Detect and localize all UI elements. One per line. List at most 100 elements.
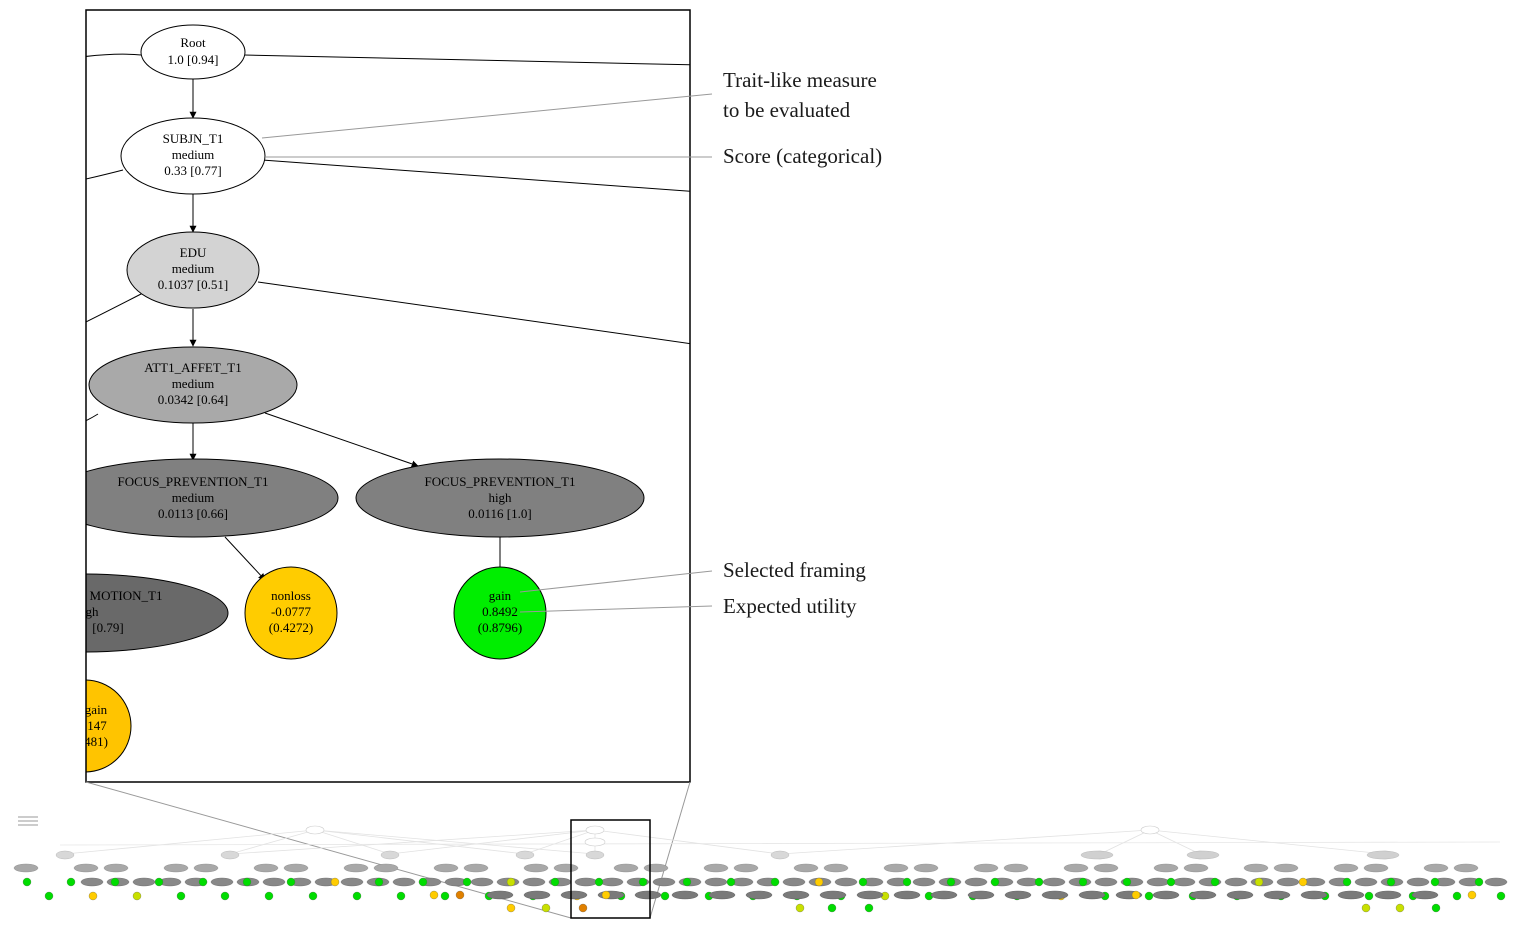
- overview-leaf: [1166, 877, 1176, 887]
- overview-node: [553, 863, 579, 873]
- edge-offscreen: [86, 292, 144, 323]
- node-gain: gain 0.8492 (0.8796): [453, 566, 547, 660]
- overview-leaf: [638, 877, 648, 887]
- overview-node: [1411, 890, 1439, 900]
- svg-text:0.0342 [0.64]: 0.0342 [0.64]: [158, 392, 228, 407]
- overview-leaf: [795, 903, 805, 913]
- overview-leaf: [1361, 903, 1371, 913]
- overview-node: [733, 863, 759, 873]
- svg-text:(0.4272): (0.4272): [269, 620, 313, 635]
- svg-text:0.1037 [0.51]: 0.1037 [0.51]: [158, 277, 228, 292]
- overview-leaf: [132, 891, 142, 901]
- overview-node: [1042, 877, 1066, 887]
- overview-node: [380, 850, 400, 860]
- overview-edge: [314, 829, 391, 855]
- callout-trait-line2: to be evaluated: [723, 98, 851, 122]
- overview-edge: [524, 829, 596, 855]
- overview-leaf: [44, 891, 54, 901]
- overview-node: [1146, 877, 1170, 887]
- overview-node: [1041, 890, 1069, 900]
- svg-text:(0.8796): (0.8796): [478, 620, 522, 635]
- overview-node: [1183, 863, 1209, 873]
- overview-node: [613, 863, 639, 873]
- overview-node: [1080, 850, 1114, 860]
- svg-text:-0.0777: -0.0777: [271, 604, 312, 619]
- edge-offscreen: [86, 680, 87, 689]
- overview-node: [793, 863, 819, 873]
- overview-node: [1243, 863, 1269, 873]
- overview-leaf: [1122, 877, 1132, 887]
- node-focus-prevention-high: FOCUS_PREVENTION_T1 high 0.0116 [1.0]: [355, 458, 645, 538]
- overview-node: [103, 863, 129, 873]
- overview-node: [834, 877, 858, 887]
- overview-node: [770, 850, 790, 860]
- overview-leaf: [601, 890, 611, 900]
- overview-leaf: [1034, 877, 1044, 887]
- leader-utility: [519, 605, 713, 613]
- overview-leaf: [814, 877, 824, 887]
- svg-text:gain: gain: [85, 702, 108, 717]
- overview-node: [585, 850, 605, 860]
- overview-leaf: [1452, 891, 1462, 901]
- overview-node: [1224, 877, 1248, 887]
- svg-text:EDU: EDU: [180, 245, 207, 260]
- overview-node: [967, 890, 995, 900]
- overview-node: [856, 890, 884, 900]
- overview-edge: [594, 829, 781, 855]
- overview-leaf: [22, 877, 32, 887]
- svg-text:147: 147: [87, 718, 107, 733]
- overview-node: [55, 850, 75, 860]
- svg-text:[0.79]: [0.79]: [92, 620, 123, 635]
- overview-leaf: [1431, 903, 1441, 913]
- overview-node: [486, 890, 514, 900]
- svg-text:FOCUS_PREVENTION_T1: FOCUS_PREVENTION_T1: [118, 474, 269, 489]
- overview-leaf: [1364, 891, 1374, 901]
- overview-node: [1153, 863, 1179, 873]
- edge-offscreen: [86, 413, 99, 422]
- overview-node: [1484, 877, 1508, 887]
- overview-edge: [314, 829, 526, 855]
- svg-text:FOCUS_PREVENTION_T1: FOCUS_PREVENTION_T1: [425, 474, 576, 489]
- overview-leaf: [396, 891, 406, 901]
- overview-node: [893, 890, 921, 900]
- edge-offscreen: [261, 159, 690, 192]
- overview-node: [930, 890, 958, 900]
- overview-node: [964, 877, 988, 887]
- svg-text:0.0113 [0.66]: 0.0113 [0.66]: [158, 506, 228, 521]
- overview-leaf: [308, 891, 318, 901]
- zoom-content: Root 1.0 [0.94] SUBJN_T1 medium 0.33 [0.…: [85, 24, 690, 773]
- overview-node: [1333, 863, 1359, 873]
- overview-node: [1406, 877, 1430, 887]
- overview-leaf: [242, 877, 252, 887]
- node-gain-partial: gain 147 481): [85, 679, 132, 773]
- overview-node: [1453, 863, 1479, 873]
- overview-node: [73, 863, 99, 873]
- overview-node: [1337, 890, 1365, 900]
- leader-framing: [519, 570, 713, 593]
- svg-text:1.0 [0.94]: 1.0 [0.94]: [168, 52, 219, 67]
- overview-node: [819, 890, 847, 900]
- svg-text:nonloss: nonloss: [271, 588, 311, 603]
- overview-leaf: [1386, 877, 1396, 887]
- overview-node: [823, 863, 849, 873]
- overview-node: [1004, 890, 1032, 900]
- overview-node: [132, 877, 156, 887]
- overview-node: [80, 877, 104, 887]
- overview-node: [193, 863, 219, 873]
- overview-node: [704, 877, 728, 887]
- overview-leaf: [154, 877, 164, 887]
- overview-node: [1140, 825, 1160, 835]
- overview-leaf: [1467, 890, 1477, 900]
- svg-text:0.8492: 0.8492: [482, 604, 518, 619]
- overview-leaf: [1144, 891, 1154, 901]
- overview-leaf: [220, 891, 230, 901]
- overview-node: [343, 863, 369, 873]
- svg-text:gh: gh: [86, 604, 100, 619]
- overview-node: [1152, 890, 1180, 900]
- overview-leaf: [1298, 877, 1308, 887]
- overview-node: [1226, 890, 1254, 900]
- overview-leaf: [330, 877, 340, 887]
- overview-node: [1300, 890, 1328, 900]
- overview-leaf: [440, 891, 450, 901]
- overview-node: [1063, 863, 1089, 873]
